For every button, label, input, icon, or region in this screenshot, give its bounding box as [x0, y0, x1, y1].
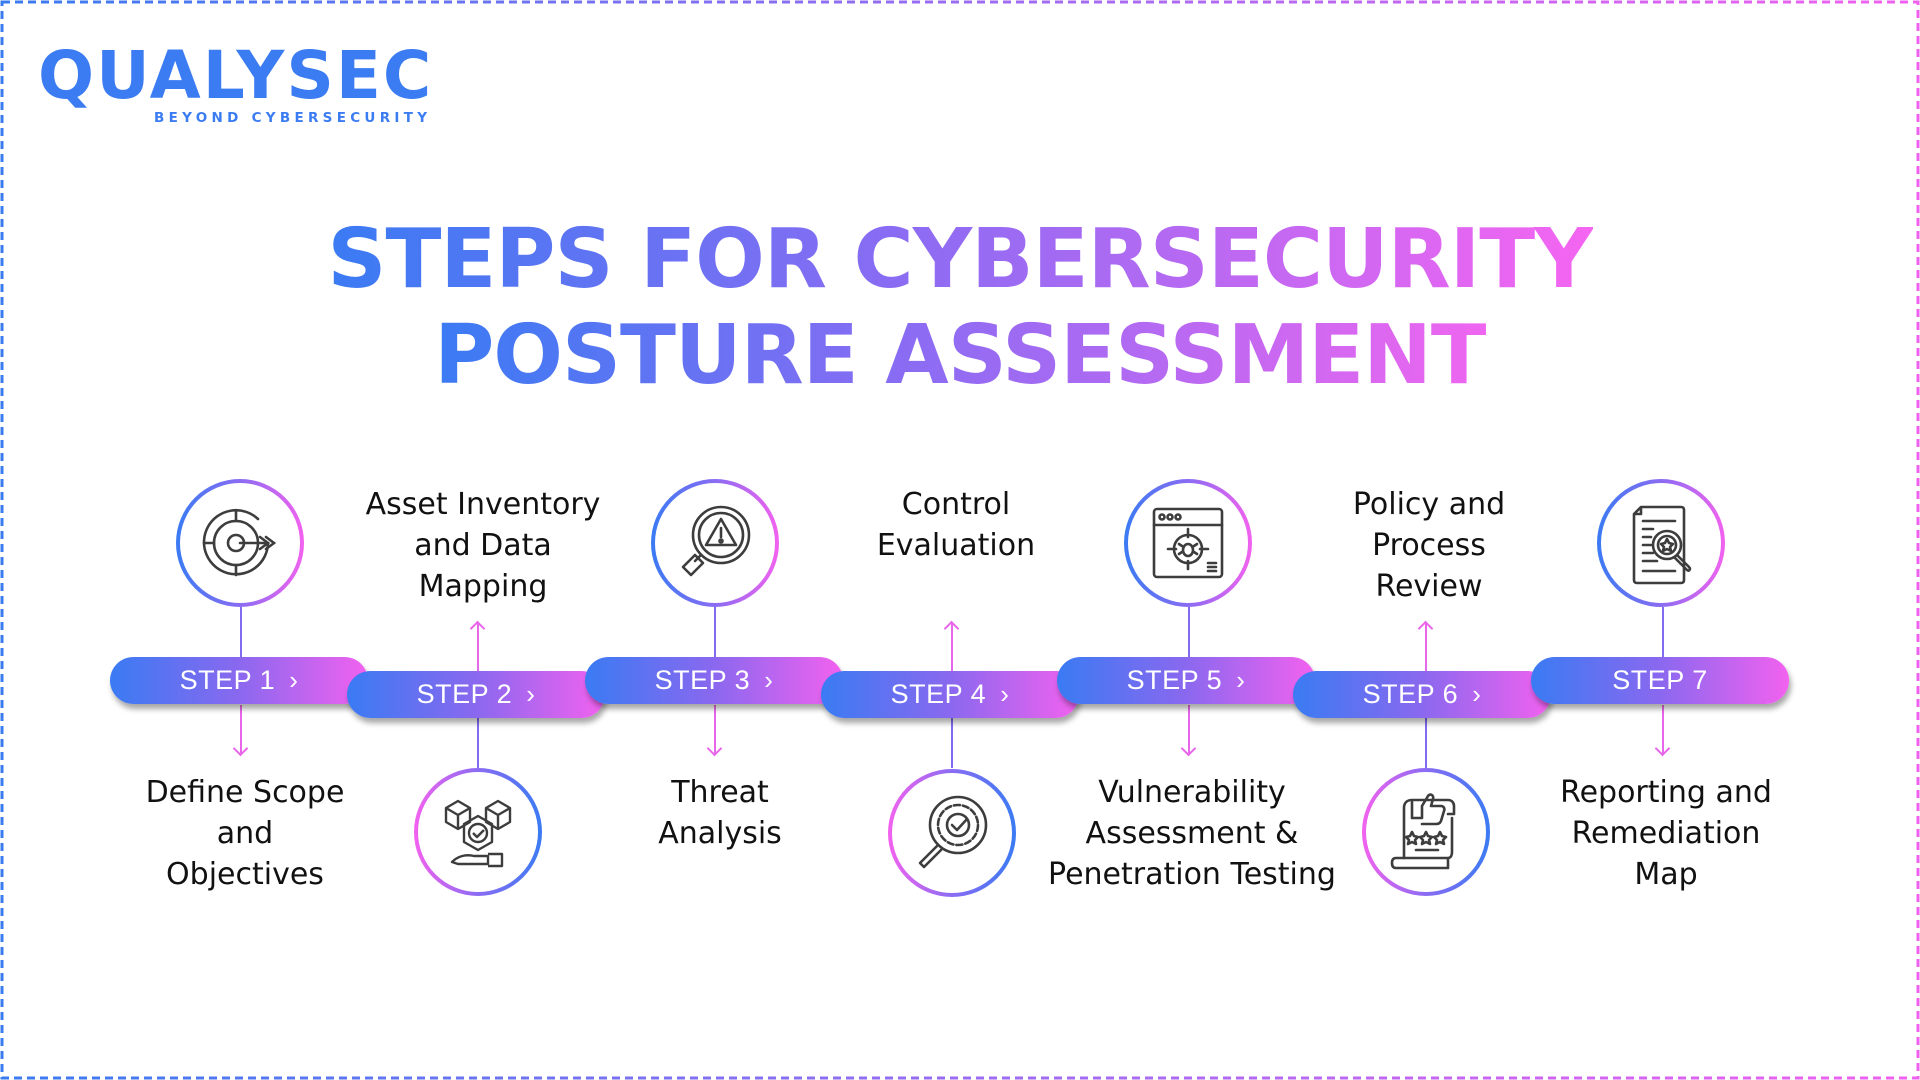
page-title: STEPS FOR CYBERSECURITY POSTURE ASSESSME… — [0, 212, 1920, 404]
report-magnifier-star-icon — [1632, 505, 1692, 585]
connector-line-step-6 — [1425, 718, 1427, 768]
step-7-description: Reporting and Remediation Map — [1496, 772, 1836, 895]
step-1-icon-circle — [176, 479, 304, 607]
step-3-icon-circle — [651, 479, 779, 607]
title-line-2: POSTURE ASSESSMENT — [434, 308, 1487, 403]
step-3-bar: STEP 3 › — [585, 657, 843, 704]
text-line: Control — [901, 487, 1011, 522]
step-5-label: STEP 5 — [1126, 665, 1223, 695]
chevron-right-icon: › — [1000, 679, 1010, 709]
logo-wordmark: QUALYSEC — [38, 37, 434, 114]
arrow-up-step-2 — [477, 622, 479, 672]
logo-tagline: BEYOND CYBERSECURITY — [154, 110, 432, 126]
text-line: and Data — [414, 528, 552, 563]
step-1-label: STEP 1 — [179, 665, 276, 695]
arrow-down-step-5 — [1188, 705, 1190, 755]
step-7-label: STEP 7 — [1612, 665, 1708, 695]
text-line: Remediation — [1571, 816, 1761, 851]
arrow-down-step-3 — [714, 705, 716, 755]
arrow-up-step-4 — [951, 622, 953, 672]
step-2-icon-circle — [414, 768, 542, 896]
step-2-description: Asset Inventory and Data Mapping — [313, 484, 653, 607]
text-line: Penetration Testing — [1048, 857, 1336, 892]
step-1-bar: STEP 1 › — [110, 657, 368, 704]
step-5-description: Vulnerability Assessment & Penetration T… — [1022, 772, 1362, 895]
text-line: Analysis — [658, 816, 782, 851]
asset-cubes-hand-icon — [444, 799, 512, 868]
step-1-description: Define Scope and Objectives — [75, 772, 415, 895]
text-line: and — [216, 816, 274, 851]
step-4-bar: STEP 4 › — [821, 671, 1079, 718]
step-3-label: STEP 3 — [654, 665, 751, 695]
text-line: Threat — [671, 775, 769, 810]
step-3-description: Threat Analysis — [550, 772, 890, 854]
step-4-description: Control Evaluation — [786, 484, 1126, 566]
text-line: Evaluation — [876, 528, 1036, 563]
step-5-icon-circle — [1124, 479, 1252, 607]
gear-check-magnifier-icon — [918, 795, 988, 869]
text-line: Assessment & — [1085, 816, 1299, 851]
step-2-bar: STEP 2 › — [347, 671, 605, 718]
text-line: Asset Inventory — [365, 487, 601, 522]
step-7-icon-circle — [1597, 479, 1725, 607]
text-line: Policy and — [1352, 487, 1506, 522]
connector-line-step-7 — [1662, 607, 1664, 657]
browser-bug-target-icon — [1152, 507, 1224, 579]
chevron-right-icon: › — [1472, 679, 1482, 709]
text-line: Vulnerability — [1098, 775, 1286, 810]
text-line: Review — [1375, 569, 1483, 604]
arrow-down-step-1 — [240, 705, 242, 755]
connector-line-step-5 — [1188, 607, 1190, 657]
text-line: Map — [1634, 857, 1698, 892]
arrow-down-step-7 — [1662, 705, 1664, 755]
target-icon — [202, 508, 277, 577]
step-6-bar: STEP 6 › — [1293, 671, 1551, 718]
connector-line-step-1 — [240, 607, 242, 657]
title-line-1: STEPS FOR CYBERSECURITY — [327, 212, 1593, 307]
step-5-bar: STEP 5 › — [1057, 657, 1315, 704]
chevron-right-icon: › — [1236, 665, 1246, 695]
step-6-icon-circle — [1362, 768, 1490, 896]
step-4-icon-circle — [888, 769, 1016, 897]
step-4-label: STEP 4 — [890, 679, 987, 709]
step-2-label: STEP 2 — [416, 679, 513, 709]
step-6-description: Policy and Process Review — [1259, 484, 1599, 607]
step-6-label: STEP 6 — [1362, 679, 1459, 709]
text-line: Mapping — [418, 569, 548, 604]
text-line: Objectives — [166, 857, 324, 892]
arrow-up-step-6 — [1425, 622, 1427, 672]
step-7-bar: STEP 7 — [1531, 657, 1789, 704]
chevron-right-icon: › — [764, 665, 774, 695]
policy-thumbs-up-rating-icon — [1390, 793, 1456, 870]
text-line: Define Scope — [145, 775, 345, 810]
connector-line-step-2 — [477, 718, 479, 768]
chevron-right-icon: › — [526, 679, 536, 709]
connector-line-step-3 — [714, 607, 716, 657]
connector-line-step-4 — [951, 718, 953, 768]
text-line: Reporting and — [1560, 775, 1772, 810]
chevron-right-icon: › — [289, 665, 299, 695]
threat-magnifier-warning-icon — [681, 505, 751, 577]
qualysec-logo: QUALYSEC BEYOND CYBERSECURITY — [38, 36, 458, 136]
text-line: Process — [1372, 528, 1486, 563]
